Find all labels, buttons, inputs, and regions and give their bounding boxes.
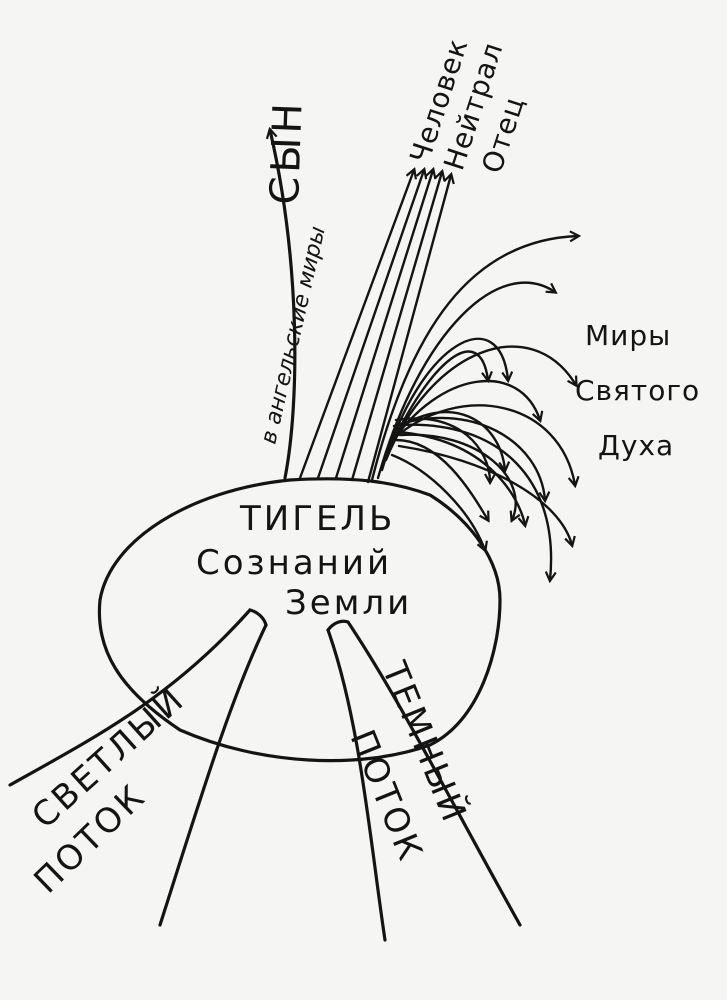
fountain-arrow-7 — [390, 404, 575, 485]
ray-4 — [350, 172, 442, 482]
fountain-arrow-16 — [397, 444, 572, 545]
crucible-consciousness: Сознаний — [196, 543, 392, 583]
light-stream-upper-edge — [8, 608, 252, 787]
light-stream-mouth — [248, 608, 268, 627]
light-stream-lower-edge — [158, 623, 268, 927]
ray-1 — [298, 170, 414, 480]
spirit-worlds-line2: Святого — [575, 374, 700, 407]
son-label: СЫН — [262, 98, 312, 205]
ray-5 — [366, 175, 451, 484]
fountain-arrow-6 — [388, 379, 540, 447]
dark-stream-left-edge — [326, 628, 387, 942]
fountain-arrow-14 — [398, 423, 551, 580]
fountain-arrow-12 — [390, 453, 485, 550]
ray-3 — [334, 170, 433, 480]
dark-stream — [326, 619, 522, 942]
ray-bundle — [298, 170, 451, 484]
dark-stream-right-edge — [346, 620, 522, 927]
crucible-earth: Земли — [285, 583, 412, 623]
dark-stream-mouth — [326, 619, 350, 632]
spirit-worlds-line3: Духа — [598, 429, 674, 462]
crucible-title: ТИГЕЛЬ — [239, 499, 395, 539]
fountain-arrow-4 — [384, 345, 576, 462]
arrow-to-angelic-worlds — [270, 130, 297, 480]
spirit-worlds-line1: Миры — [585, 319, 671, 352]
spirit-fountain — [370, 236, 578, 580]
crucible-outline — [97, 477, 502, 763]
fountain-arrow-1 — [370, 236, 578, 482]
light-stream — [8, 608, 268, 927]
fountain-arrow-2 — [376, 281, 555, 480]
ray-2 — [316, 170, 424, 480]
fountain-arrow-11 — [394, 438, 488, 520]
